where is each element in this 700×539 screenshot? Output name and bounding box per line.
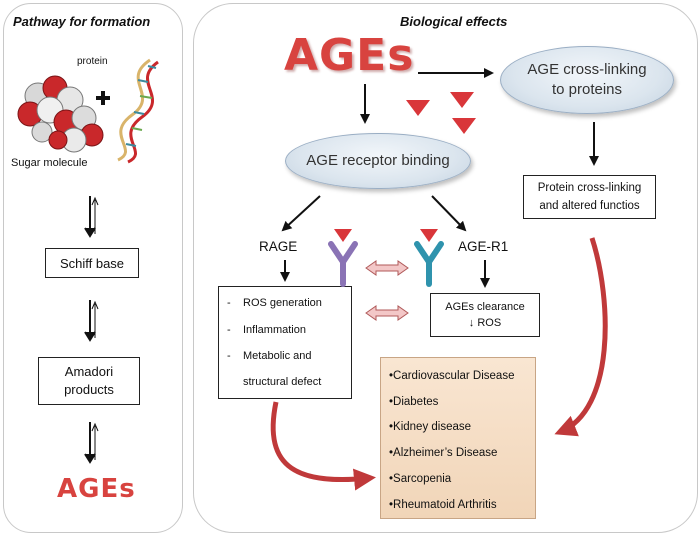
crosslinking-line1: AGE cross-linking: [527, 60, 647, 78]
protein-crosslinking-line1: Protein cross-linking: [537, 181, 642, 194]
disease-item: •Kidney disease: [389, 421, 472, 434]
red-arrow-protein-to-diseases: [554, 237, 608, 437]
rage-effect-4: structural defect: [243, 376, 322, 388]
receptor-binding-ellipse: AGE receptor binding: [285, 133, 471, 189]
protein-label: protein: [77, 56, 108, 67]
disease-item: •Alzheimer’s Disease: [389, 447, 498, 460]
ager1-label: AGE-R1: [458, 239, 509, 254]
amadori-line1: Amadori: [64, 363, 114, 379]
rage-effect-2: Inflammation: [243, 324, 306, 336]
crosslinking-ellipse: AGE cross-linking to proteins: [500, 46, 674, 114]
schiff-base-label: Schiff base: [59, 255, 125, 271]
receptor-y-icon: [328, 241, 358, 287]
formation-ages-label: AGEs: [57, 474, 136, 504]
disease-item: •Cardiovascular Disease: [389, 370, 515, 382]
rage-effect-3: Metabolic and: [243, 350, 312, 362]
clearance-line2: ↓ ROS: [468, 317, 502, 329]
amadori-box: Amadori products: [38, 357, 140, 405]
formation-title: Pathway for formation: [13, 14, 151, 29]
crosslinking-line2: to proteins: [551, 81, 623, 98]
rage-effect-2-dash: -: [227, 324, 231, 336]
diseases-box: •Cardiovascular Disease •Diabetes •Kidne…: [380, 357, 536, 519]
reversible-arrow-1: [84, 196, 99, 238]
receptor-y-icon: [414, 241, 444, 287]
protein-crosslinking-box: Protein cross-linking and altered functi…: [523, 175, 656, 219]
amadori-line2: products: [64, 382, 114, 397]
effects-ages-label: AGEs: [284, 30, 415, 81]
disease-item: •Rheumatoid Arthritis: [389, 498, 497, 511]
disease-item: •Diabetes: [389, 395, 439, 408]
clearance-line1: AGEs clearance: [445, 300, 525, 313]
red-arrow-rage-to-diseases: [270, 401, 376, 491]
disease-item: •Sarcopenia: [389, 472, 452, 485]
arrow-receptor-to-rage: [281, 195, 321, 232]
rage-effect-1-dash: -: [227, 297, 231, 309]
arrow-receptor-to-ager1: [431, 195, 467, 232]
triangle-ligand-icon: [334, 92, 476, 242]
plus-icon: [96, 91, 110, 105]
sugar-molecule-label: Sugar molecule: [11, 157, 88, 169]
effects-title: Biological effects: [400, 14, 508, 29]
receptor-binding-label: AGE receptor binding: [306, 151, 450, 169]
dna-helix-icon: [117, 58, 159, 164]
rage-effect-1: ROS generation: [243, 297, 322, 309]
rage-effects-box: - ROS generation - Inflammation - Metabo…: [218, 286, 352, 399]
protein-crosslinking-line2: and altered functios: [539, 200, 640, 212]
sugar-molecule-icon: [17, 75, 104, 153]
rage-label: RAGE: [259, 239, 298, 254]
double-arrow-receptors: [365, 260, 409, 276]
rage-effect-3-dash: -: [227, 350, 231, 362]
double-arrow-effects: [365, 305, 409, 321]
reversible-arrow-2: [84, 300, 99, 342]
reversible-arrow-3: [84, 422, 99, 464]
clearance-box: AGEs clearance ↓ ROS: [430, 293, 540, 337]
schiff-base-box: Schiff base: [45, 248, 139, 278]
